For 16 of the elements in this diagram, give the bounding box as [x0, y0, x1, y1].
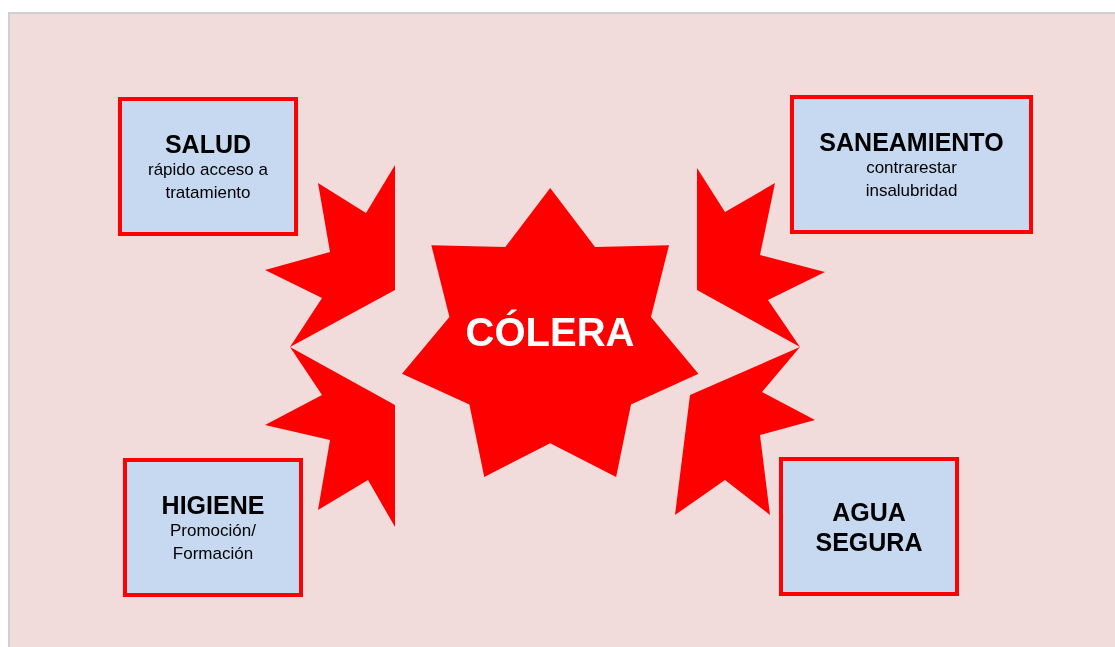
concept-box: [790, 95, 1033, 234]
concept-box: [118, 97, 298, 236]
star-shape: [401, 188, 699, 477]
heading-text: SALUD: [164, 128, 252, 159]
heading-text: AGUA SEGURA: [814, 496, 924, 557]
heading-text: CÓLERA: [465, 308, 635, 357]
heading-text: SANEAMIENTO: [819, 126, 1004, 157]
description-text: Promoción/ Formación: [169, 519, 257, 565]
burst-shape: [675, 347, 815, 515]
concept-box: [123, 458, 303, 597]
description-text: contrarestar insalubridad: [864, 156, 959, 202]
burst-shape: [697, 168, 825, 347]
description-text: rápido acceso a tratamiento: [147, 158, 269, 204]
concept-box: [779, 457, 959, 596]
heading-text: HIGIENE: [161, 489, 265, 520]
burst-shape: [265, 347, 395, 527]
